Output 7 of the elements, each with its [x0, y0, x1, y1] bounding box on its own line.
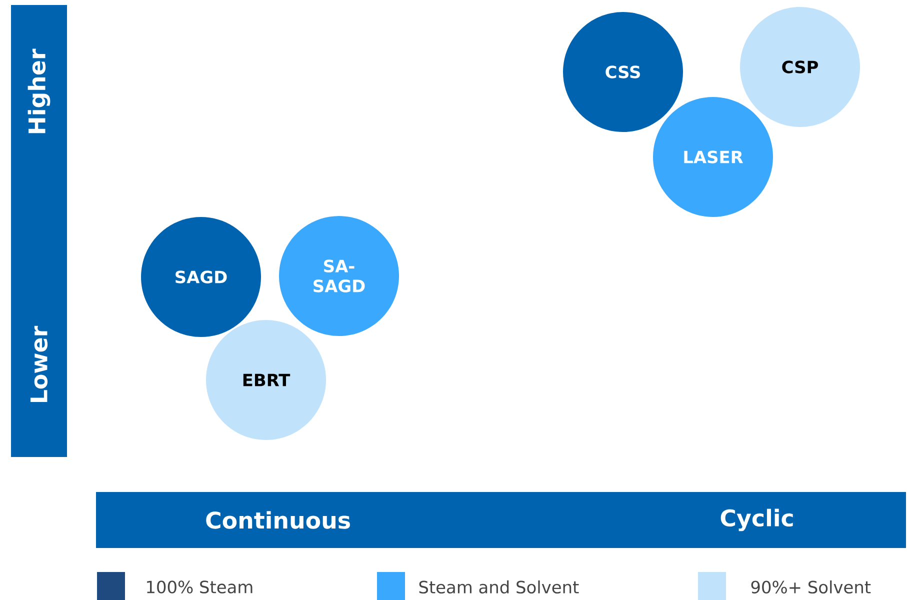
axis-label: Higher — [28, 48, 50, 134]
axis-label: Cyclic — [720, 508, 793, 532]
legend-label: 100% Steam — [147, 580, 252, 594]
legend-label: Steam and Solvent — [419, 580, 579, 594]
legend-label: 90%+ Solvent — [751, 580, 871, 594]
axis-label: Continuous — [206, 511, 350, 529]
axis-label: Lower — [30, 326, 48, 402]
